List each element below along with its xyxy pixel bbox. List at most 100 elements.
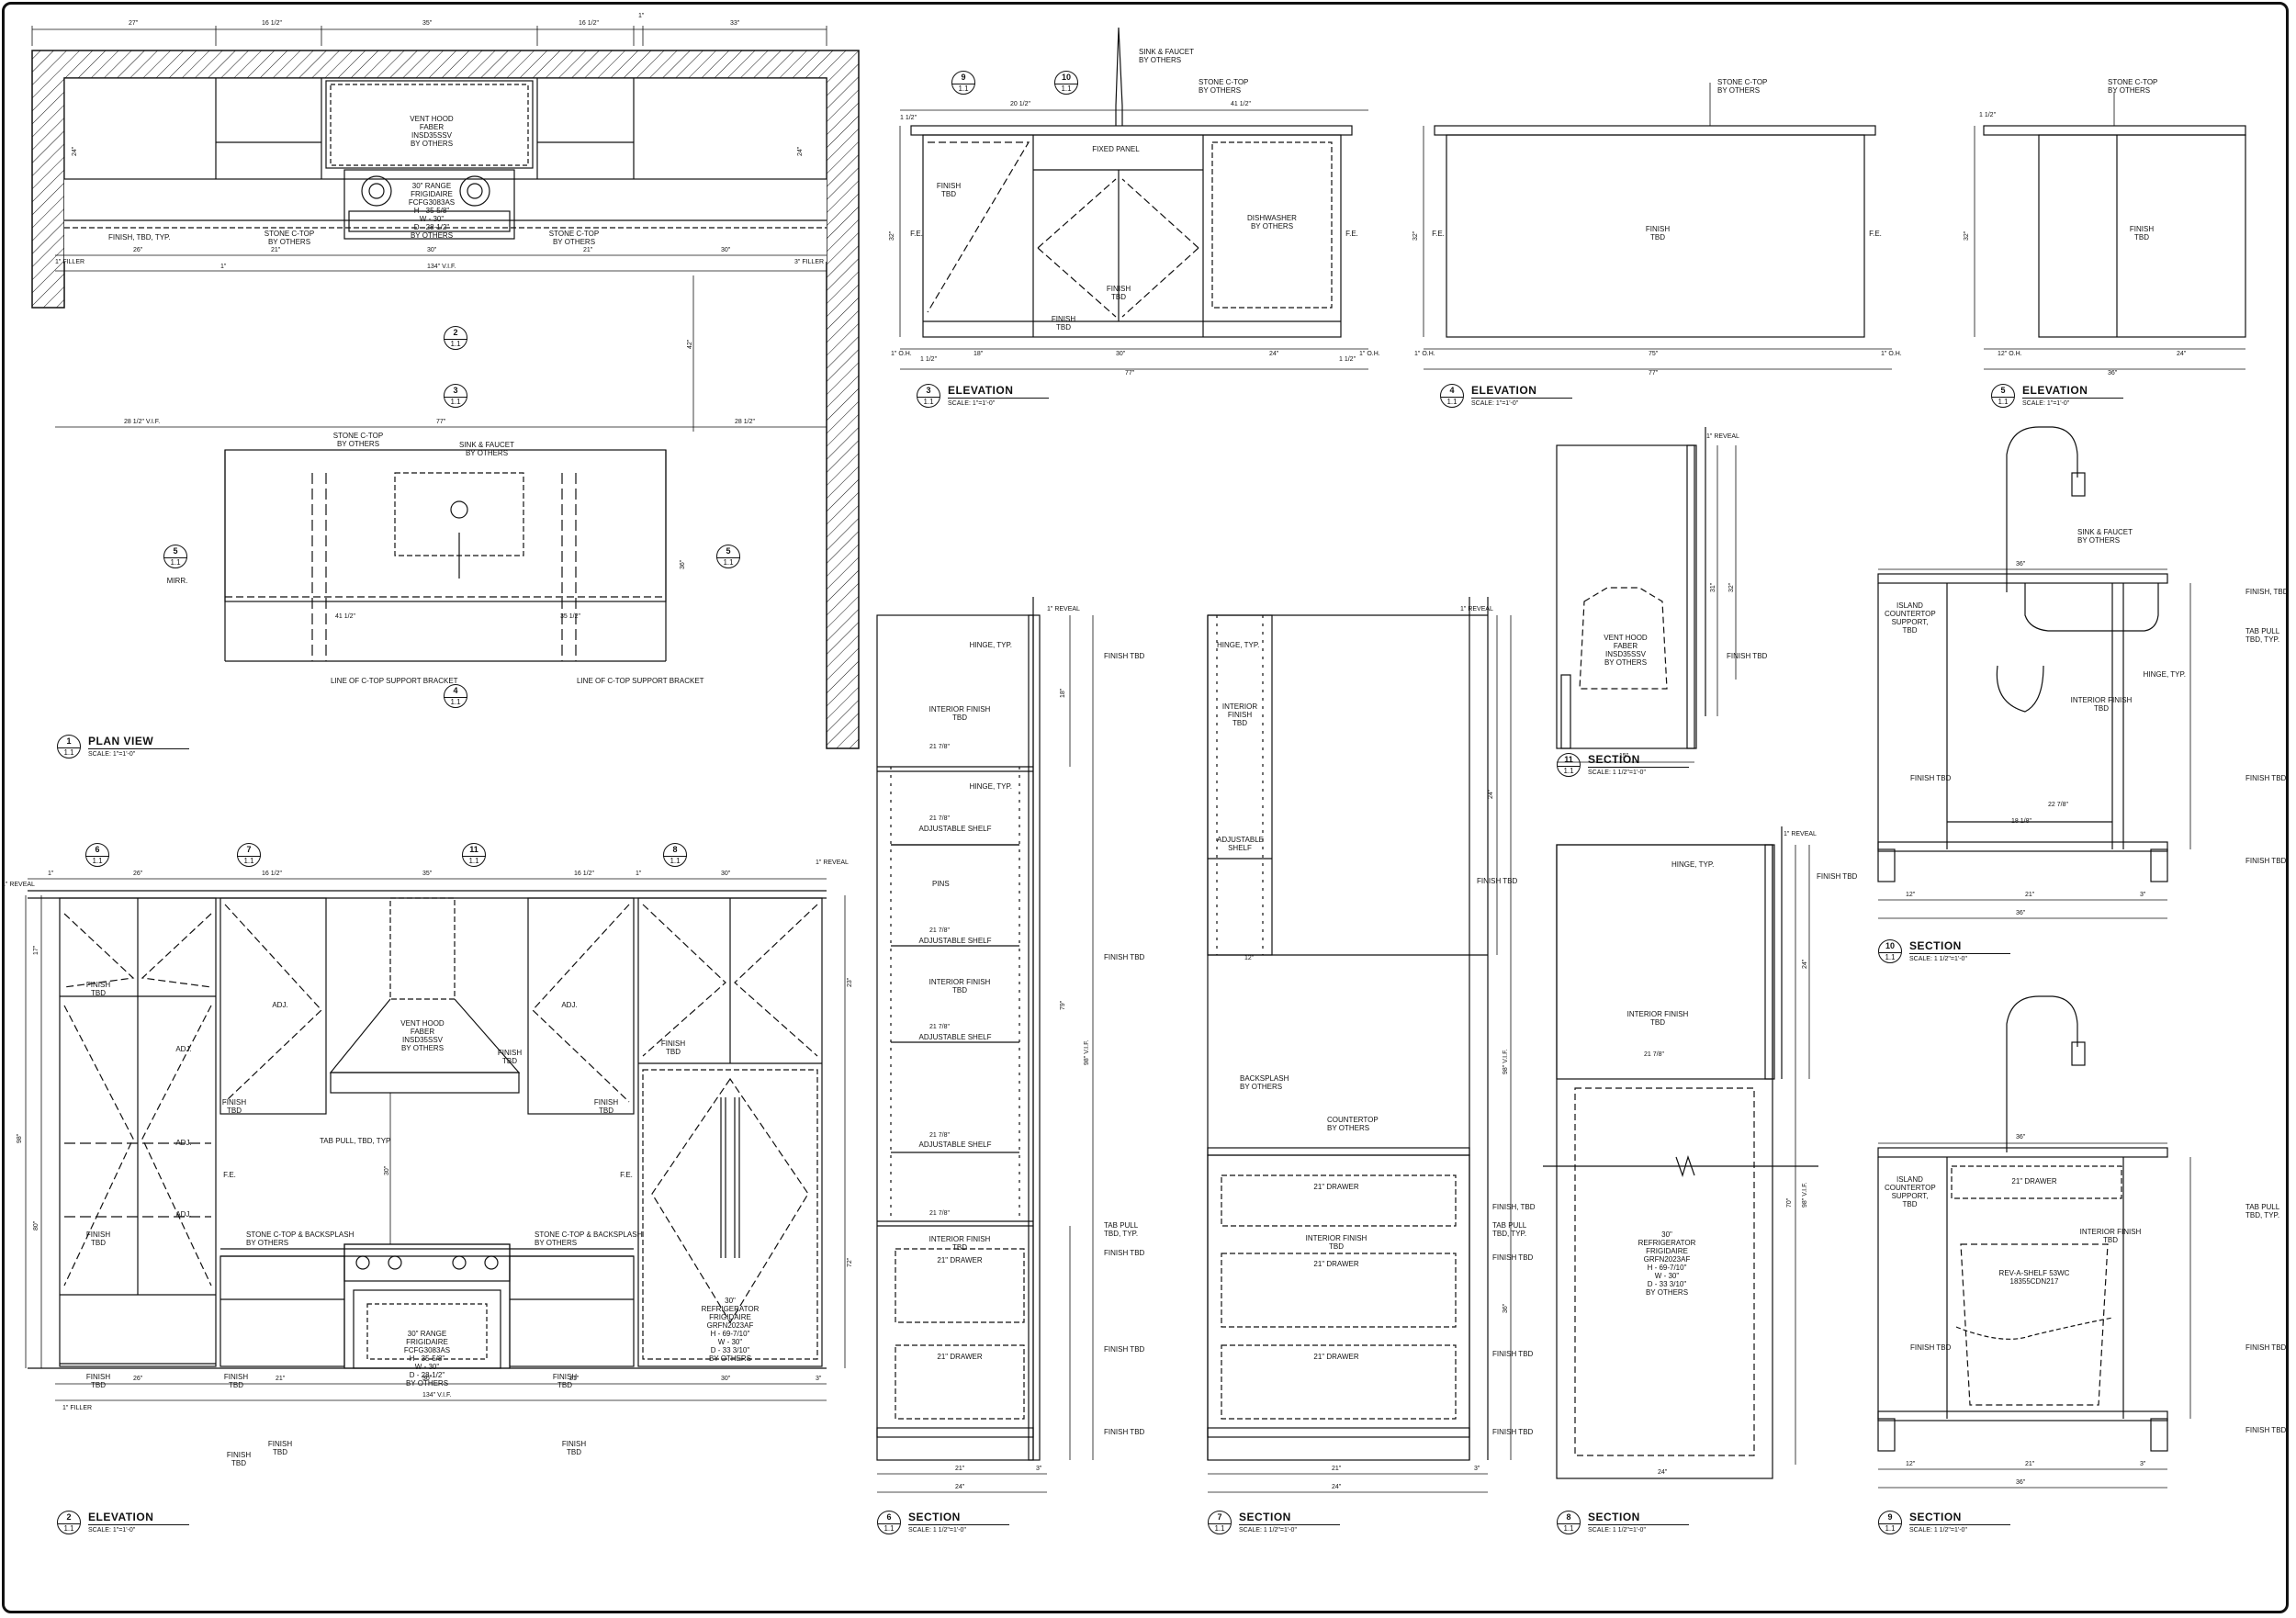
section-7: 1" REVEAL HINGE, TYP. INTERIOR FINISH TB… bbox=[1194, 579, 1543, 1543]
plan-dim-top-5: 1" bbox=[638, 13, 645, 19]
sec7-finish-3: FINISH TBD bbox=[1492, 1253, 1534, 1262]
elevation-5: STONE C-TOP BY OTHERS 1 1/2" FINISH TBD … bbox=[1938, 9, 2287, 413]
elev2-dim-bottom-2: 21" bbox=[276, 1376, 286, 1382]
elev2-overall: 134" V.I.F. bbox=[422, 1392, 452, 1399]
elev5-height: 32" bbox=[1964, 230, 1970, 241]
plan-island-bottom-l: 41 1/2" bbox=[335, 613, 355, 620]
sec7-drawer-3: 21" DRAWER bbox=[1313, 1353, 1359, 1361]
elev2-height-1: 17" bbox=[33, 945, 39, 955]
sec9-finish-right: FINISH TBD bbox=[2245, 1343, 2287, 1352]
sec9-interior: INTERIOR FINISH TBD bbox=[2079, 1228, 2142, 1244]
elev2-height-3: 80" bbox=[33, 1220, 39, 1230]
sec6-hinge-2: HINGE, TYP. bbox=[969, 782, 1012, 791]
elev2-dim-top-1: 1" bbox=[48, 871, 54, 877]
plan-view-scale: SCALE: 1"=1'-0" bbox=[88, 751, 136, 758]
sec10-overall: 36" bbox=[2016, 910, 2026, 916]
plan-dim-bottom-2: 21" bbox=[271, 247, 281, 253]
plan-dim-top-2: 16 1/2" bbox=[262, 20, 282, 27]
sec7-hinge: HINGE, TYP. bbox=[1217, 641, 1260, 649]
plan-view-name: PLAN VIEW bbox=[88, 735, 189, 749]
plan-aisle: 42" bbox=[687, 339, 693, 349]
sec6-drawer-1: 21" DRAWER bbox=[937, 1256, 983, 1264]
elev2-dim-top-5: 16 1/2" bbox=[574, 871, 594, 877]
sec6-finish-3: FINISH TBD bbox=[1104, 1249, 1145, 1257]
elevation-5-name: ELEVATION bbox=[2022, 384, 2123, 399]
elev2-finish-11: FINISH TBD bbox=[267, 1440, 293, 1456]
section-11-scale: SCALE: 1 1/2"=1'-0" bbox=[1588, 770, 1646, 776]
sec7-finish-1: FINISH TBD bbox=[1477, 877, 1518, 885]
sec11-reveal: 1" REVEAL bbox=[1706, 433, 1739, 440]
sec10-bottom-2: 21" bbox=[2025, 892, 2035, 898]
plan-stone-left-label: STONE C-TOP BY OTHERS bbox=[264, 230, 315, 246]
sec10-bottom-1: 12" bbox=[1906, 892, 1916, 898]
sec6-shelf-4: ADJUSTABLE SHELF bbox=[918, 1140, 992, 1149]
section-9-name: SECTION bbox=[1909, 1511, 2010, 1525]
sec7-reveal: 1" REVEAL bbox=[1460, 606, 1493, 612]
elev4-bottom-3: 1" O.H. bbox=[1881, 351, 1902, 357]
elev2-finish-9: FINISH TBD bbox=[552, 1373, 578, 1389]
sec8-finish: FINISH TBD bbox=[1817, 872, 1858, 881]
plan-dim-top-3: 35" bbox=[422, 20, 433, 27]
sec6-tab-pull: TAB PULL TBD, TYP. bbox=[1104, 1221, 1139, 1238]
section-6: 1" REVEAL HINGE, TYP. HINGE, TYP. INTERI… bbox=[863, 579, 1176, 1543]
plan-dim-bottom-4: 21" bbox=[583, 247, 593, 253]
sec6-finish-5: FINISH TBD bbox=[1104, 1428, 1145, 1436]
elev3-sink: SINK & FAUCET BY OTHERS bbox=[1139, 48, 1195, 64]
sec7-height-1: 98" V.I.F. bbox=[1503, 1049, 1509, 1074]
sec6-pins: PINS bbox=[932, 880, 950, 888]
sec10-hinge: HINGE, TYP. bbox=[2143, 670, 2186, 679]
section-8-drawing bbox=[1543, 826, 1818, 1479]
plan-dim-top-1: 27" bbox=[129, 20, 139, 27]
plan-filler-right: 3" FILLER bbox=[794, 259, 825, 265]
elev4-bottom-2: 75" bbox=[1649, 351, 1659, 357]
sec8-height-3: 98" V.I.F. bbox=[1802, 1182, 1808, 1208]
sec10-bottom-3: 3" bbox=[2140, 892, 2146, 898]
sec8-reveal: 1" REVEAL bbox=[1784, 831, 1817, 837]
sec7-width: 21" bbox=[1332, 1466, 1342, 1472]
elev2-reveal-right: 1" REVEAL bbox=[816, 860, 849, 866]
elevation-2-drawing bbox=[25, 878, 846, 1401]
sec7-overall: 24" bbox=[1332, 1484, 1342, 1490]
plan-dim-bottom-3: 30" bbox=[427, 247, 437, 253]
plan-range-label: 30" RANGE FRIGIDAIRE FCFG3083AS H - 35-5… bbox=[408, 182, 456, 240]
sec6-shelf-w-2: 21 7/8" bbox=[929, 815, 950, 822]
elev3-overall: 77" bbox=[1125, 370, 1135, 376]
sec10-sink: SINK & FAUCET BY OTHERS bbox=[2077, 528, 2133, 545]
elev2-dim-top-7: 30" bbox=[721, 871, 731, 877]
sec8-shelf: 21 7/8" bbox=[1644, 1051, 1664, 1058]
sec6-width: 21" bbox=[955, 1466, 965, 1472]
elev3-bottom-7: 1" O.H. bbox=[1359, 351, 1380, 357]
section-10: SINK & FAUCET BY OTHERS 36" ISLAND COUNT… bbox=[1864, 418, 2289, 969]
elev3-bottom-6: 1 1/2" bbox=[1339, 356, 1356, 363]
elev3-fixed-panel: FIXED PANEL bbox=[1092, 145, 1140, 153]
sec10-shelf: 22 7/8" bbox=[2048, 802, 2068, 808]
elev4-height: 32" bbox=[1412, 230, 1419, 241]
sec7-toe: 3" bbox=[1474, 1466, 1480, 1472]
elev3-top-dim-2: 41 1/2" bbox=[1231, 101, 1251, 107]
elevation-3-scale: SCALE: 1"=1'-0" bbox=[948, 400, 996, 407]
section-11: 1" REVEAL VENT HOOD FABER INSD35SSV BY O… bbox=[1543, 422, 1818, 785]
section-10-name: SECTION bbox=[1909, 939, 2010, 954]
sec8-hinge: HINGE, TYP. bbox=[1671, 860, 1715, 869]
sec8-fridge: 30" REFRIGERATOR FRIGIDAIRE GRFN2023AF H… bbox=[1638, 1230, 1696, 1297]
section-7-scale: SCALE: 1 1/2"=1'-0" bbox=[1239, 1527, 1297, 1534]
plan-view: 27" 16 1/2" 35" 16 1/2" 1" 33" VENT HOOD… bbox=[0, 0, 882, 762]
section-11-name: SECTION bbox=[1588, 753, 1689, 768]
sec9-bottom-2: 21" bbox=[2025, 1461, 2035, 1467]
elev5-stone: STONE C-TOP BY OTHERS bbox=[2108, 78, 2158, 95]
section-9: 36" ISLAND COUNTERTOP SUPPORT, TBD 21" D… bbox=[1864, 987, 2287, 1543]
